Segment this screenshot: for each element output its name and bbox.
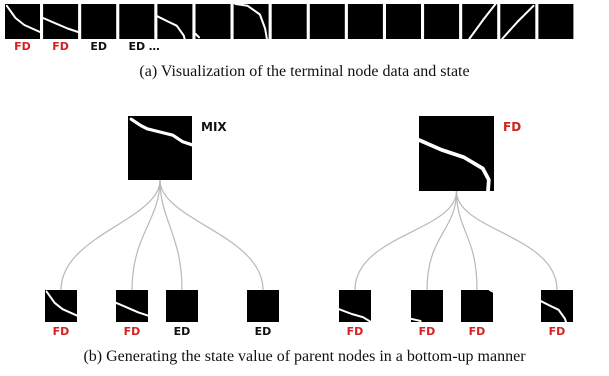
state-label: ED (128, 40, 145, 53)
crack-line (129, 117, 194, 147)
parent-node (417, 116, 494, 193)
terminal-tile (42, 4, 80, 39)
tree-edge (60, 179, 161, 291)
terminal-tile (386, 4, 421, 39)
state-label: FD (469, 325, 486, 338)
tile-image (411, 290, 443, 322)
child-node (45, 290, 78, 322)
crack-line (234, 3, 268, 40)
child-node (540, 290, 573, 323)
child-node (115, 290, 149, 322)
tile-image (247, 290, 279, 322)
tile-image (339, 290, 371, 322)
tree-edge (426, 190, 458, 291)
terminal-tile (119, 4, 155, 39)
caption-a: (a) Visualization of the terminal node d… (139, 63, 470, 80)
tile-image (271, 4, 307, 39)
terminal-tile (156, 4, 193, 40)
tile-image (309, 4, 345, 39)
tree-edges (60, 179, 558, 291)
crack-line (410, 317, 422, 322)
ellipsis: … (149, 40, 160, 53)
tile-image (81, 4, 117, 39)
tile-image (541, 290, 573, 322)
tree-edge (159, 179, 183, 291)
state-label: FD (503, 120, 521, 134)
tile-image (119, 4, 155, 39)
tree-edge (159, 179, 264, 291)
child-node (410, 290, 443, 322)
state-label: FD (419, 325, 436, 338)
state-label: FD (124, 325, 141, 338)
crack-line (338, 308, 372, 323)
tile-image (157, 4, 193, 39)
child-node (247, 290, 279, 322)
terminal-tile (271, 4, 307, 39)
crack-line (194, 32, 200, 39)
terminal-node-strip: FD FD ED ED … (5, 3, 574, 53)
tile-image (538, 4, 574, 39)
child-node (461, 289, 494, 322)
tile-image (166, 290, 198, 322)
crack-line (540, 300, 567, 323)
state-label: FD (14, 40, 31, 53)
terminal-tile (500, 4, 536, 40)
state-label: FD (52, 40, 69, 53)
tile-image (43, 4, 79, 39)
parent-node (128, 116, 194, 180)
state-label: FD (549, 325, 566, 338)
tree-edge (455, 190, 478, 291)
child-node (166, 290, 198, 322)
crack-line (156, 15, 186, 40)
terminal-tile (309, 4, 345, 39)
state-label: MIX (201, 120, 227, 134)
state-label: FD (53, 325, 70, 338)
child-node (338, 290, 372, 323)
tile-image (347, 4, 383, 39)
crack-line (42, 17, 80, 33)
terminal-tile (5, 4, 41, 39)
state-label: ED (174, 325, 191, 338)
tree: FD FD FD FD FD (338, 116, 573, 338)
tile-image (461, 290, 493, 322)
crack-line (468, 3, 497, 40)
state-label: ED (255, 325, 272, 338)
terminal-tile (233, 3, 269, 40)
caption-b: (b) Generating the state value of parent… (83, 348, 526, 365)
crack-line (501, 4, 535, 40)
terminal-tile (194, 4, 231, 39)
tile-image (128, 116, 192, 180)
terminal-tile (462, 3, 498, 40)
terminal-tile (347, 4, 383, 39)
crack-line (488, 289, 494, 293)
tree-edge (131, 179, 161, 291)
terminal-tile (538, 4, 574, 39)
tree: MIX FD FD ED ED (45, 116, 279, 338)
crack-line (417, 138, 491, 193)
tree-nodes: MIX FD FD ED ED FD FD FD FD FD (45, 116, 573, 338)
tile-image (386, 4, 421, 39)
state-label: FD (347, 325, 364, 338)
tree-edge (455, 190, 558, 291)
crack-line (5, 4, 41, 33)
terminal-tile (81, 4, 117, 39)
crack-line (115, 301, 149, 317)
crack-line (45, 290, 78, 317)
tile-image (116, 290, 148, 322)
state-label: ED (90, 40, 107, 53)
terminal-tile (424, 4, 460, 39)
tile-image (195, 4, 231, 39)
tile-image (424, 4, 460, 39)
tree-edge (354, 190, 458, 291)
